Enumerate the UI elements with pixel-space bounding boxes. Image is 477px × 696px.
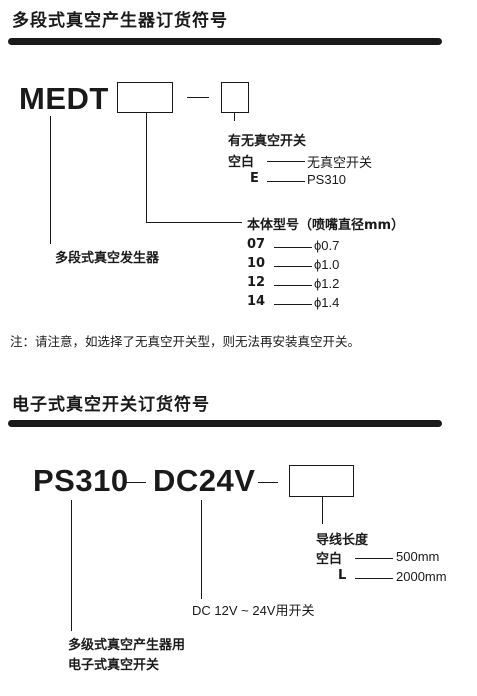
voltage-connector (201, 500, 203, 599)
body-model-slot (117, 82, 173, 113)
switch-option-value: 无真空开关 (307, 155, 373, 170)
code-separator-dash (258, 482, 278, 484)
body-option-key: 12 (247, 275, 266, 290)
body-connector-vertical (146, 113, 148, 223)
selection-note: 注：请注意，如选择了无真空开关型，则无法再安装真空开关。 (10, 334, 361, 349)
code-separator-dash (126, 482, 146, 484)
leader-line (267, 181, 305, 183)
switch-option-value: PS310 (307, 172, 347, 187)
code-separator-dash (187, 97, 209, 99)
ps310-model-code: PS310 (33, 463, 129, 498)
body-option-value: ϕ0.7 (314, 238, 340, 253)
product-label: 多段式真空发生器 (55, 251, 160, 266)
section2-title-rule (8, 420, 442, 427)
switch-connector (234, 113, 236, 121)
leader-line (274, 304, 312, 306)
leader-line (274, 285, 312, 287)
length-group-heading: 导线长度 (316, 533, 369, 548)
body-connector-horizontal (146, 222, 242, 224)
product-connector (50, 116, 52, 244)
length-option-key: 空白 (316, 552, 343, 567)
product-connector (71, 500, 73, 631)
cable-length-slot (289, 465, 354, 497)
section1-title-rule (8, 38, 442, 45)
product-label-line1: 多级式真空产生器用 (68, 638, 186, 653)
body-option-value: ϕ1.0 (314, 257, 340, 272)
body-group-heading: 本体型号（喷嘴直径mm） (247, 218, 405, 233)
body-option-value: ϕ1.4 (314, 295, 340, 310)
body-option-key: 10 (247, 256, 266, 271)
length-connector (322, 497, 324, 524)
product-label-line2: 电子式真空开关 (68, 658, 160, 673)
switch-group-heading: 有无真空开关 (228, 134, 307, 149)
leader-line (355, 578, 393, 580)
leader-line (267, 161, 305, 163)
body-option-value: ϕ1.2 (314, 276, 340, 291)
body-option-key: 07 (247, 237, 266, 252)
section1-title: 多段式真空产生器订货符号 (12, 11, 228, 31)
leader-line (274, 266, 312, 268)
length-option-value: 500mm (396, 549, 440, 564)
leader-line (355, 558, 393, 560)
length-option-value: 2000mm (396, 569, 447, 584)
switch-option-slot (221, 82, 249, 113)
voltage-label: DC 12V ~ 24V用开关 (192, 603, 315, 618)
body-option-key: 14 (247, 294, 266, 309)
voltage-code: DC24V (153, 463, 256, 498)
section2-title: 电子式真空开关订货符号 (12, 395, 210, 415)
switch-option-key: E (250, 171, 259, 186)
length-option-key: L (338, 568, 347, 583)
switch-option-key: 空白 (228, 155, 255, 170)
leader-line (274, 247, 312, 249)
medt-model-code: MEDT (19, 81, 109, 116)
